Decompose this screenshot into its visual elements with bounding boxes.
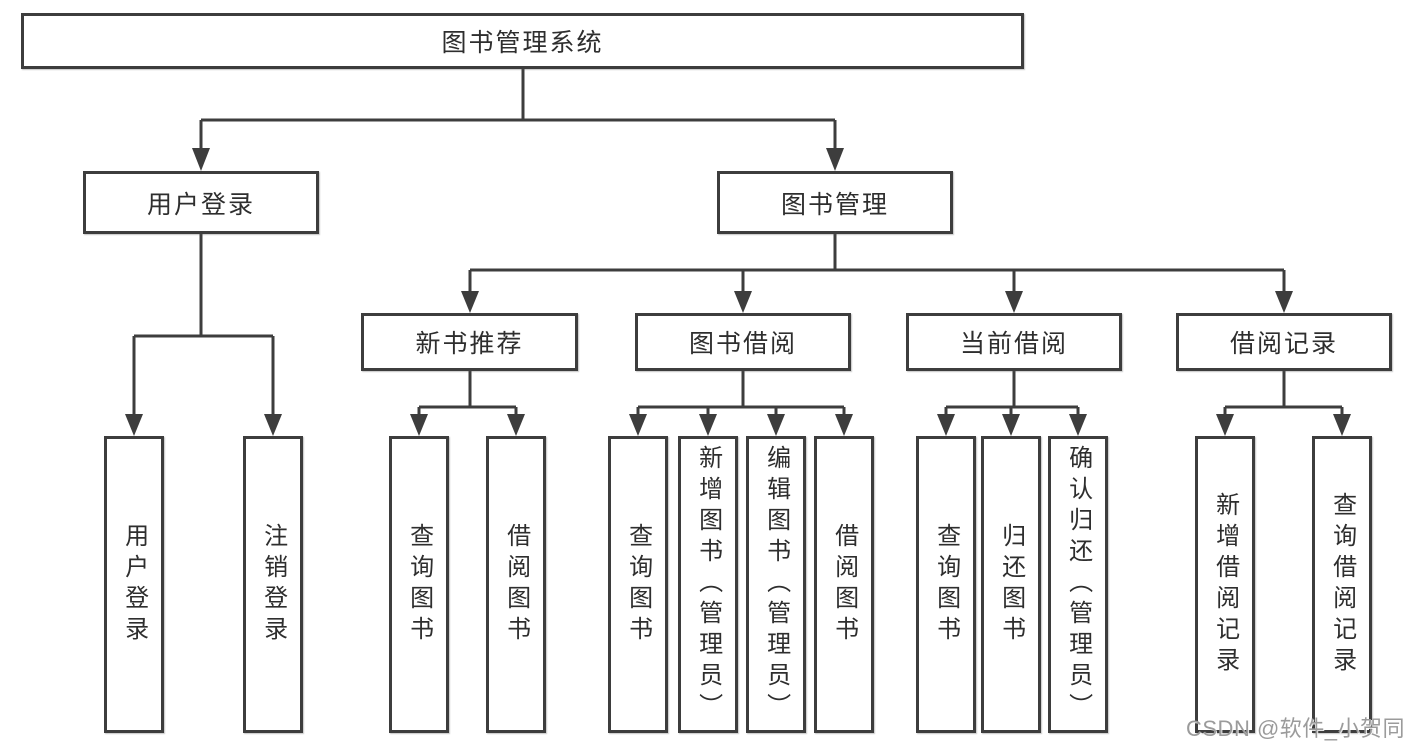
leaf-return-book: 归还图书 xyxy=(981,436,1041,733)
node-label: 注销登录 xyxy=(259,522,287,647)
arrow-down-icon xyxy=(699,414,717,436)
leaf-user-login: 用户登录 xyxy=(104,436,164,733)
leaf-add-borrow-record: 新增借阅记录 xyxy=(1195,436,1255,733)
node-label: 查询图书 xyxy=(932,522,960,647)
node-label: 新增借阅记录 xyxy=(1211,491,1239,678)
connector-new-book-recommend-to-leaves xyxy=(410,371,525,436)
connector-user-login-to-leaves xyxy=(125,234,282,436)
node-current-borrow: 当前借阅 xyxy=(906,313,1122,371)
arrow-down-icon xyxy=(410,414,428,436)
node-label: 图书管理系统 xyxy=(441,29,604,57)
arrow-down-icon xyxy=(1069,414,1087,436)
node-label: 编辑图书（管理员） xyxy=(762,445,790,724)
arrow-down-icon xyxy=(1002,414,1020,436)
node-label: 借阅图书 xyxy=(830,522,858,647)
node-label: 查询图书 xyxy=(624,522,652,647)
node-borrow-record: 借阅记录 xyxy=(1176,313,1392,371)
arrow-down-icon xyxy=(192,148,210,171)
csdn-watermark: CSDN @软件_小贺同学 xyxy=(1186,716,1405,741)
node-label: 用户登录 xyxy=(146,190,255,219)
arrow-down-icon xyxy=(826,148,844,171)
arrow-down-icon xyxy=(1216,414,1234,436)
arrow-down-icon xyxy=(734,291,752,313)
node-label: 图书管理 xyxy=(780,190,889,219)
node-label: 查询图书 xyxy=(405,522,433,647)
leaf-recommend-query-book: 查询图书 xyxy=(389,436,449,733)
node-book-management: 图书管理 xyxy=(717,171,953,234)
leaf-edit-book-admin: 编辑图书（管理员） xyxy=(746,436,806,733)
node-label: 借阅记录 xyxy=(1229,330,1338,358)
arrow-down-icon xyxy=(1275,291,1293,313)
leaf-current-query-book: 查询图书 xyxy=(916,436,976,733)
connector-borrow-record-to-leaves xyxy=(1216,371,1351,436)
node-user-login: 用户登录 xyxy=(83,171,319,234)
leaf-borrow-book: 借阅图书 xyxy=(814,436,874,733)
leaf-logout: 注销登录 xyxy=(243,436,303,733)
arrow-down-icon xyxy=(1333,414,1351,436)
connector-root-to-level2 xyxy=(192,69,844,171)
arrow-down-icon xyxy=(1005,291,1023,313)
node-label: 当前借阅 xyxy=(959,330,1068,358)
arrow-down-icon xyxy=(767,414,785,436)
arrow-down-icon xyxy=(461,291,479,313)
node-book-borrow: 图书借阅 xyxy=(635,313,851,371)
arrow-down-icon xyxy=(835,414,853,436)
node-label: 归还图书 xyxy=(997,522,1025,647)
arrow-down-icon xyxy=(264,414,282,436)
node-label: 图书借阅 xyxy=(688,330,797,358)
node-library-system: 图书管理系统 xyxy=(21,13,1024,69)
leaf-confirm-return-admin: 确认归还（管理员） xyxy=(1048,436,1108,733)
connector-current-borrow-to-leaves xyxy=(937,371,1087,436)
node-label: 用户登录 xyxy=(120,522,148,647)
arrow-down-icon xyxy=(937,414,955,436)
leaf-borrow-query-book: 查询图书 xyxy=(608,436,668,733)
leaf-query-borrow-record: 查询借阅记录 xyxy=(1312,436,1372,733)
node-label: 新书推荐 xyxy=(415,330,524,358)
node-label: 确认归还（管理员） xyxy=(1064,445,1092,724)
node-new-book-recommend: 新书推荐 xyxy=(361,313,578,371)
leaf-add-book-admin: 新增图书（管理员） xyxy=(678,436,738,733)
connector-book-borrow-to-leaves xyxy=(629,371,853,436)
arrow-down-icon xyxy=(125,414,143,436)
node-label: 新增图书（管理员） xyxy=(694,445,722,724)
leaf-recommend-borrow-book: 借阅图书 xyxy=(486,436,546,733)
node-label: 查询借阅记录 xyxy=(1328,491,1356,678)
arrow-down-icon xyxy=(629,414,647,436)
arrow-down-icon xyxy=(507,414,525,436)
node-label: 借阅图书 xyxy=(502,522,530,647)
connector-book-management-to-level3 xyxy=(461,234,1293,313)
